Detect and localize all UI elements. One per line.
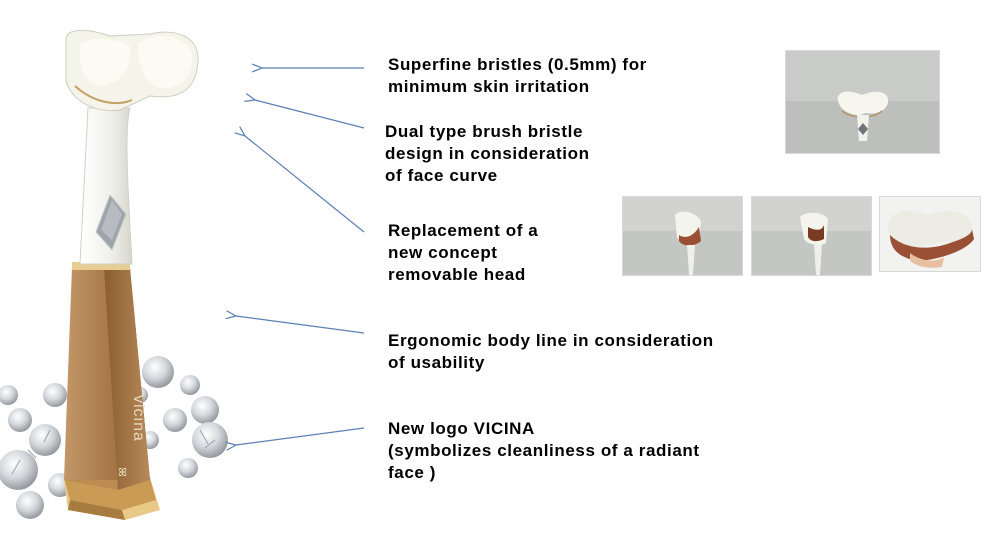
gold-body: [64, 262, 150, 490]
feature-ergonomic-label: Ergonomic body line in consideration of …: [388, 331, 714, 372]
arrow-ergonomic: [236, 316, 365, 334]
feature-removable-head-label: Replacement of a new concept removable h…: [388, 221, 539, 284]
photo-brush-top: [785, 50, 940, 154]
brush-head: [65, 30, 199, 112]
photo-removable-head-closeup: [879, 196, 981, 272]
arrow-dual-brush: [255, 100, 365, 129]
white-handle: [79, 107, 133, 265]
feature-dual-brush-label: Dual type brush bristle design in consid…: [385, 122, 590, 185]
feature-bristles-label: Superfine bristles (0.5mm) for minimum s…: [388, 55, 647, 96]
body-logo-mark: ꕤ: [118, 466, 127, 479]
photo-head-side-2: [751, 196, 872, 276]
photo-head-side-1: [622, 196, 743, 276]
gold-base: [64, 478, 160, 520]
arrow-removable-head: [245, 136, 365, 233]
arrow-logo: [236, 427, 365, 445]
feature-logo-label: New logo VICINA (symbolizes cleanliness …: [388, 419, 700, 482]
body-logo-text: vicina: [130, 395, 147, 442]
product-illustration: vicina ꕤ: [0, 30, 228, 520]
